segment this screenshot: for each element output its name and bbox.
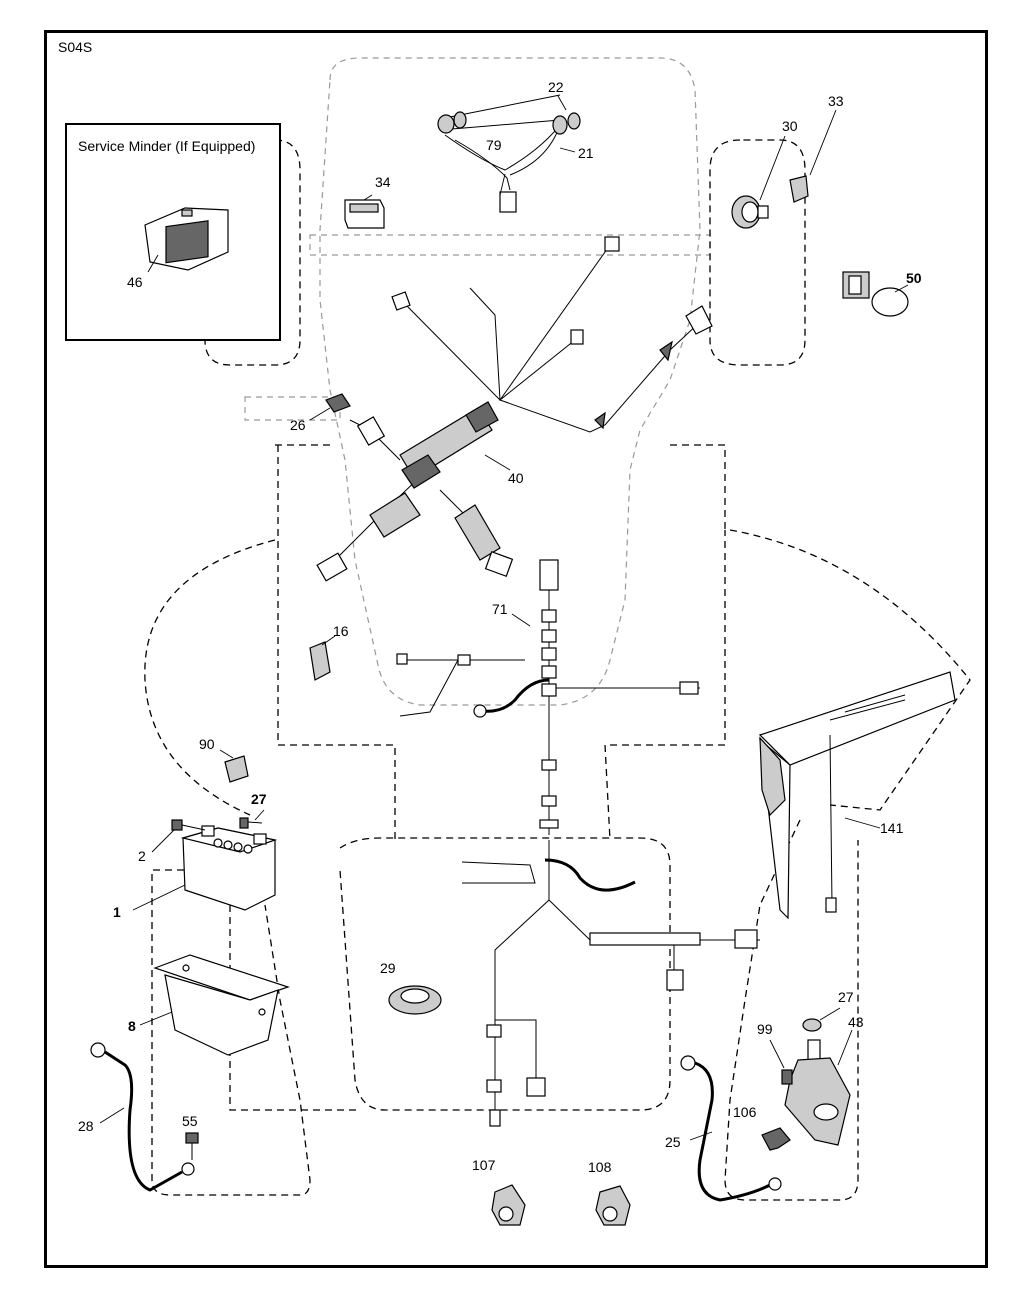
diagram-border (44, 30, 988, 1268)
service-minder-inset: Service Minder (If Equipped) 46 (65, 123, 281, 341)
label-108: 108 (588, 1159, 612, 1175)
label-71: 71 (492, 601, 508, 617)
headlight-harness (437, 94, 581, 213)
tractor-outline (144, 57, 971, 1201)
part-108 (595, 1185, 631, 1226)
label-27-bottom: 27 (838, 989, 854, 1005)
battery-cable-part-25 (680, 1055, 782, 1202)
part-34 (344, 199, 385, 229)
label-28: 28 (78, 1118, 94, 1134)
label-27-top: 27 (251, 791, 267, 807)
battery-part-1 (180, 825, 278, 911)
part-141 (758, 671, 956, 920)
label-34: 34 (375, 174, 391, 190)
label-8: 8 (128, 1018, 136, 1034)
label-40: 40 (508, 470, 524, 486)
label-141: 141 (880, 820, 904, 836)
label-55: 55 (182, 1113, 198, 1129)
part-99 (781, 1069, 793, 1085)
label-50: 50 (906, 270, 922, 286)
label-90: 90 (199, 736, 215, 752)
main-harness (316, 236, 713, 582)
part-43 (784, 1039, 851, 1146)
battery-tray-part-8 (153, 954, 290, 1056)
part-71 (396, 559, 700, 835)
service-minder-part (144, 207, 229, 271)
label-79: 79 (486, 137, 502, 153)
label-107: 107 (472, 1157, 496, 1173)
inset-title: Service Minder (If Equipped) (78, 138, 255, 154)
label-30: 30 (782, 118, 798, 134)
part-90 (224, 755, 249, 783)
battery-cable-part-28 (90, 1042, 195, 1192)
label-29: 29 (380, 960, 396, 976)
part-16 (309, 641, 331, 681)
label-33: 33 (828, 93, 844, 109)
label-43: 43 (848, 1014, 864, 1030)
part-30 (731, 195, 769, 229)
lower-harness (461, 840, 760, 1127)
label-25: 25 (665, 1134, 681, 1150)
label-2: 2 (138, 848, 146, 864)
label-1: 1 (113, 904, 121, 920)
part-107 (491, 1184, 526, 1226)
part-2 (171, 819, 206, 831)
part-106 (761, 1127, 791, 1151)
label-21: 21 (578, 145, 594, 161)
part-29 (388, 985, 442, 1015)
label-106: 106 (733, 1104, 757, 1120)
label-99: 99 (757, 1021, 773, 1037)
diagram-code: S04S (58, 39, 92, 55)
part-50 (842, 271, 909, 317)
label-46: 46 (127, 274, 143, 290)
part-26 (325, 393, 351, 413)
label-22: 22 (548, 79, 564, 95)
part-33 (789, 175, 809, 203)
part-27-bottom (802, 1018, 822, 1032)
label-26: 26 (290, 417, 306, 433)
label-16: 16 (333, 623, 349, 639)
part-55 (185, 1132, 199, 1160)
part-27-top (239, 817, 263, 829)
